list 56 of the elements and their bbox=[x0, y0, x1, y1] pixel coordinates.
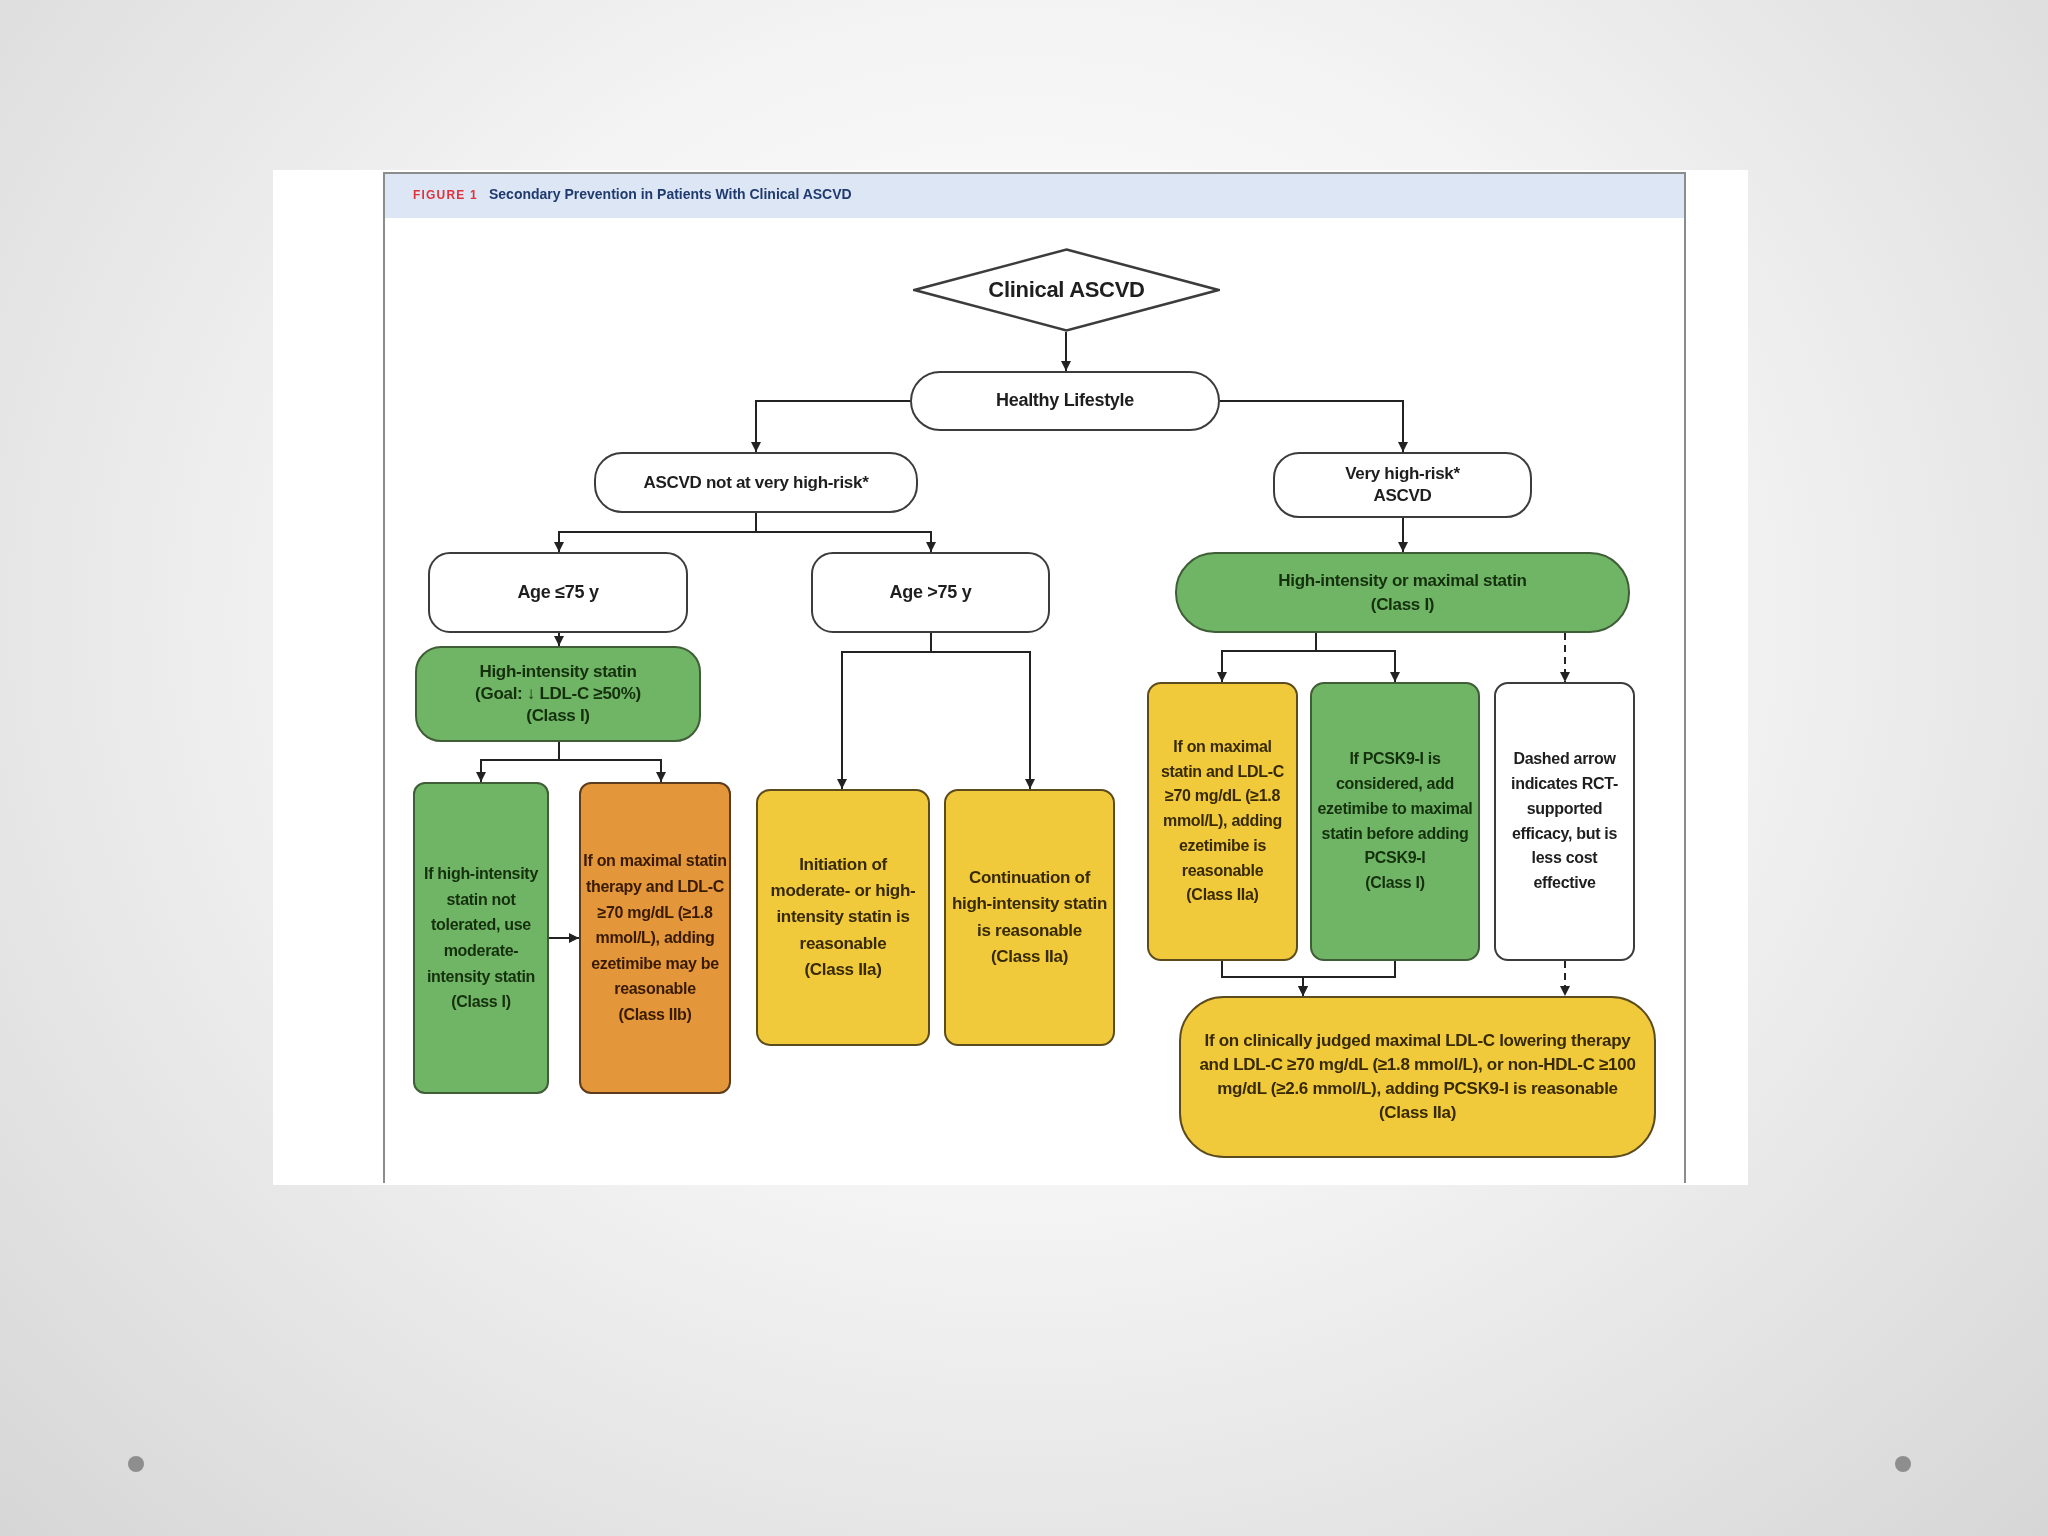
recommendation-box bbox=[1179, 996, 1656, 1158]
arrow bbox=[1061, 331, 1071, 372]
node-text: If on maximal statin therapy and LDL-C ≥70 mg/dL (≥1.8 mmol/L), adding ezetimibe may be reasonable bbox=[583, 851, 727, 1000]
node-text: (Goal: ↓ LDL-C ≥50%) bbox=[475, 682, 641, 705]
arrow bbox=[1298, 960, 1396, 997]
arrow bbox=[755, 512, 936, 553]
decision-box bbox=[428, 552, 688, 633]
node-text: (Class IIa) bbox=[1379, 1101, 1456, 1124]
node-text: (Class I) bbox=[451, 992, 511, 1013]
arrow bbox=[1219, 400, 1408, 453]
decision-box bbox=[811, 552, 1050, 633]
node-text: If high-intensity statin not tolerated, use moderate-intensity statin bbox=[423, 864, 539, 987]
dashed-arrow bbox=[1560, 632, 1570, 683]
node-text: Age >75 y bbox=[889, 581, 972, 604]
node-text: (Class I) bbox=[526, 705, 590, 728]
node-text: (Class IIa) bbox=[1186, 885, 1259, 906]
node-text: (Class IIb) bbox=[618, 1005, 692, 1025]
node-text: Very high-risk* ASCVD bbox=[1344, 462, 1461, 507]
recommendation-box bbox=[944, 789, 1115, 1046]
recommendation-box bbox=[579, 782, 731, 1094]
decision-diamond bbox=[913, 248, 1220, 332]
node-text: Dashed arrow indicates RCT-supported efficacy, but is less cost effective bbox=[1510, 749, 1619, 894]
arrow bbox=[554, 632, 564, 647]
recommendation-box bbox=[756, 789, 930, 1046]
node-text: If PCSK9-I is considered, add ezetimibe to maximal statin before adding PCSK9-I bbox=[1316, 749, 1474, 869]
node-text: If on clinically judged maximal LDL-C lowering therapy and LDL-C ≥70 mg/dL (≥1.8 mmol/L), or non-HDL-C ≥100 mg/dL (≥2.6 mmol/L), adding PCSK9-I is reasonable bbox=[1198, 1030, 1637, 1100]
decision-box bbox=[1273, 452, 1532, 518]
note-box bbox=[1494, 682, 1635, 961]
node-text: Healthy Lifestyle bbox=[996, 389, 1134, 413]
arrow bbox=[930, 632, 1035, 790]
node-text: (Class IIa) bbox=[804, 959, 882, 981]
terminal-box bbox=[910, 371, 1220, 431]
node-text: If on maximal statin and LDL-C ≥70 mg/dL (≥1.8 mmol/L), adding ezetimibe is reasonable bbox=[1159, 736, 1286, 881]
node-text: Continuation of high-intensity statin is reasonable bbox=[950, 866, 1109, 942]
decision-box bbox=[594, 452, 918, 513]
recommendation-box bbox=[413, 782, 549, 1094]
figure-number: FIGURE 1 bbox=[413, 188, 478, 202]
arrow bbox=[1398, 517, 1408, 553]
node-text: (Class I) bbox=[1365, 873, 1425, 894]
node-text: High-intensity or maximal statin bbox=[1278, 569, 1527, 592]
recommendation-box bbox=[1310, 682, 1480, 961]
node-text: Age ≤75 y bbox=[517, 581, 599, 604]
node-text: High-intensity statin bbox=[479, 660, 637, 683]
figure-title: Secondary Prevention in Patients With Clinical ASCVD bbox=[489, 186, 852, 202]
recommendation-box bbox=[1147, 682, 1298, 961]
node-text: ASCVD not at very high-risk* bbox=[643, 471, 869, 494]
arrow bbox=[558, 741, 666, 783]
node-text: Initiation of moderate- or high-intensity statin is reasonable bbox=[769, 853, 917, 955]
arrow bbox=[548, 933, 580, 943]
recommendation-box bbox=[415, 646, 701, 742]
node-text: (Class IIa) bbox=[991, 945, 1068, 968]
arrow bbox=[751, 400, 911, 453]
node-text: Clinical ASCVD bbox=[988, 275, 1145, 304]
node-text: (Class I) bbox=[1370, 593, 1435, 616]
dashed-arrow bbox=[1560, 960, 1570, 997]
arrow bbox=[1315, 632, 1400, 683]
